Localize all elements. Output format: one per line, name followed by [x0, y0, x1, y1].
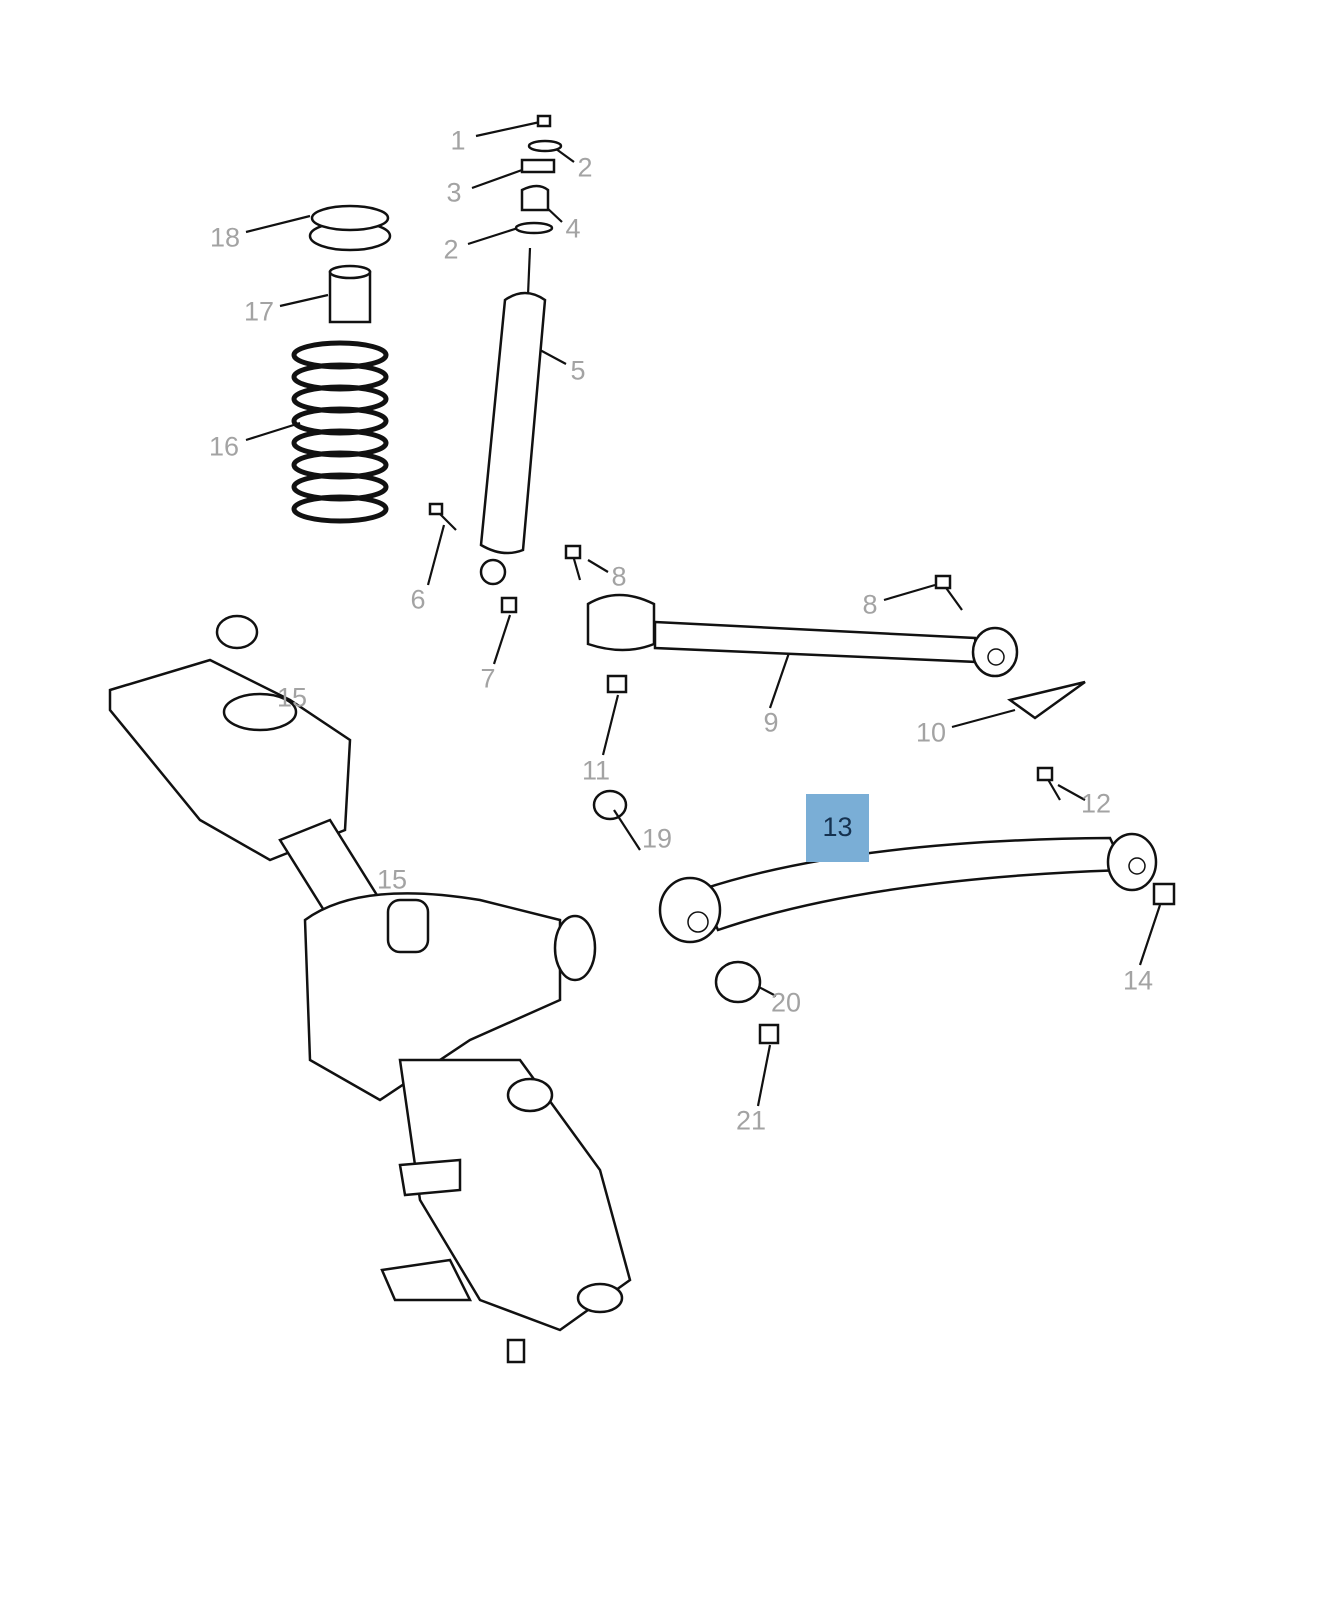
- callout-11[interactable]: 11: [581, 755, 611, 786]
- callout-14[interactable]: 14: [1122, 965, 1154, 996]
- shock-absorber: [479, 247, 547, 586]
- bushing-4: [520, 184, 550, 212]
- nut-14: [1152, 882, 1176, 906]
- callout-6[interactable]: 6: [410, 584, 426, 615]
- part-19: [592, 789, 641, 851]
- jounce-bumper: [328, 264, 372, 324]
- bumper-20: [714, 960, 762, 1004]
- callout-8-right[interactable]: 8: [862, 589, 878, 620]
- upper-control-arm: [586, 593, 1019, 678]
- coil-spring: [291, 340, 389, 524]
- callout-4[interactable]: 4: [565, 213, 581, 244]
- callout-19[interactable]: 19: [641, 823, 673, 854]
- callout-20[interactable]: 20: [770, 987, 802, 1018]
- callout-3[interactable]: 3: [446, 177, 462, 208]
- washer-2: [527, 139, 563, 153]
- callout-9[interactable]: 9: [763, 707, 779, 738]
- callout-7[interactable]: 7: [480, 663, 496, 694]
- callout-2[interactable]: 2: [577, 152, 593, 183]
- nut-11: [606, 674, 628, 694]
- bolt-12: [1036, 766, 1061, 801]
- lower-control-arm: [658, 832, 1158, 944]
- bolt-8b: [934, 574, 963, 611]
- bolt-8a: [564, 544, 582, 581]
- callout-16[interactable]: 16: [208, 431, 240, 462]
- leader-lines: [245, 120, 1162, 1107]
- callout-15[interactable]: 15: [276, 682, 308, 713]
- bushing-3: [520, 158, 556, 174]
- nut-7: [500, 596, 518, 614]
- callout-13-highlighted[interactable]: 13: [806, 794, 869, 862]
- nut-21: [758, 1023, 780, 1045]
- bolt-6: [428, 502, 457, 531]
- callout-10[interactable]: 10: [915, 717, 947, 748]
- callout-17[interactable]: 17: [243, 296, 275, 327]
- callout-2-lower[interactable]: 2: [443, 234, 459, 265]
- washer-2b: [514, 221, 554, 235]
- front-axle-assembly: [108, 614, 632, 1364]
- callout-15-lower[interactable]: 15: [376, 864, 408, 895]
- callout-12[interactable]: 12: [1080, 788, 1112, 819]
- callout-1[interactable]: 1: [450, 125, 466, 156]
- spring-seat: [308, 204, 392, 252]
- bracket-10: [1007, 680, 1086, 720]
- callout-5[interactable]: 5: [570, 355, 586, 386]
- shock-mount-hardware: [514, 114, 563, 235]
- spring-coil: [291, 494, 389, 524]
- callout-13-label: 13: [822, 812, 853, 842]
- callout-18[interactable]: 18: [209, 222, 241, 253]
- callout-21[interactable]: 21: [735, 1105, 767, 1136]
- nut-1: [536, 114, 552, 128]
- callout-8[interactable]: 8: [611, 561, 627, 592]
